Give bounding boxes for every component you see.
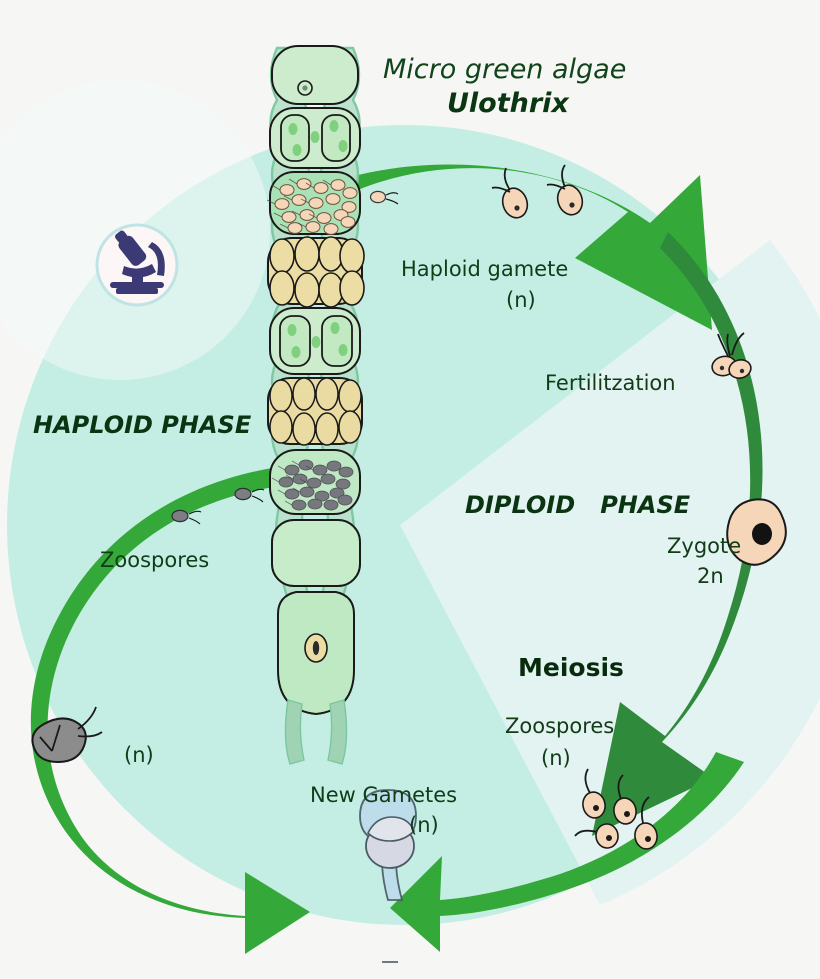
label-new-gametes: New Gametes (310, 783, 458, 807)
filament-cell-gametangium-packed (267, 236, 365, 308)
microscope-badge (95, 223, 179, 307)
new-gametangium (359, 789, 417, 963)
filament-cell-zoospore-release (171, 449, 361, 525)
algae-filament (171, 45, 399, 765)
label-meiosis: Meiosis (518, 653, 624, 682)
diploid-phase-field (400, 240, 820, 905)
label-haploid-phase: HAPLOID PHASE (33, 411, 252, 439)
label-zoospores-right: Zoospores (505, 714, 615, 738)
arrow-fertilization-to-meiosis (592, 232, 763, 836)
fusing-gametes (711, 332, 752, 379)
label-haploid-gamete-ploidy: (n) (506, 288, 536, 312)
label-zoospores-right-ploidy: (n) (541, 746, 571, 770)
filament-cell-vegetative-top (271, 45, 359, 105)
arrow-gametes-to-fertilization (330, 164, 712, 330)
filament-cell-vegetative-lower (271, 519, 361, 587)
escaping-zoospores (171, 487, 265, 525)
label-zygote-ploidy: 2n (697, 564, 724, 588)
arrow-zoospores-to-new-gametes (390, 752, 744, 952)
label-new-gametes-ploidy: (n) (409, 813, 439, 837)
swimming-zoospore-large (31, 706, 103, 764)
meiotic-zoospores (574, 768, 658, 850)
organism-title-line1: Micro green algae (383, 54, 627, 85)
organism-title-line2: Ulothrix (447, 88, 569, 119)
arrow-zoospores-left-arc (30, 464, 310, 954)
microscope-icon (110, 230, 165, 294)
haploid-gametes-pair (491, 164, 584, 219)
escaping-gamete (369, 190, 399, 205)
label-zoospore-left-ploidy: (n) (124, 743, 154, 767)
filament-cell-vegetative-mid (269, 307, 361, 375)
zygote-cell (726, 498, 787, 566)
label-zoospores-left: Zoospores (100, 548, 210, 572)
filament-cell-sporangium-packed (267, 377, 363, 446)
filament-cell-gamete-release (266, 171, 399, 235)
label-fertilization: Fertilitzation (545, 371, 676, 395)
filament-cell-holdfast (277, 591, 355, 765)
filament-cell-dividing (269, 107, 361, 169)
label-diploid-phase: DIPLOID PHASE (465, 491, 691, 519)
label-zygote: Zygote (667, 534, 742, 558)
label-haploid-gamete: Haploid gamete (401, 257, 569, 281)
